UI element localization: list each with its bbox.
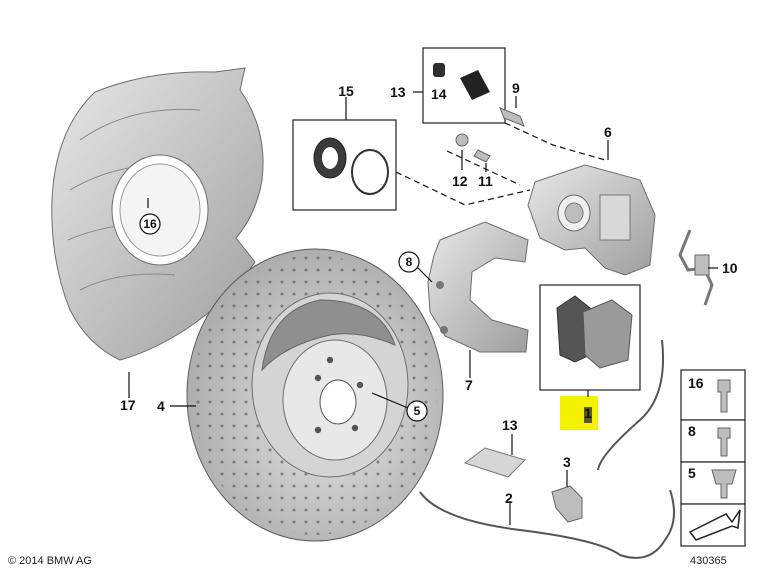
brake-pads-part (556, 295, 633, 369)
svg-text:8: 8 (688, 423, 696, 439)
svg-text:1: 1 (584, 405, 592, 421)
callout-4: 4 (157, 398, 165, 414)
callout-5-circle: 5 (406, 400, 428, 422)
diagram-number: 430365 (690, 555, 727, 567)
svg-text:5: 5 (688, 465, 696, 481)
grease-packet-part (463, 447, 526, 478)
callout-5-box: 5 (688, 465, 696, 481)
callout-17: 17 (120, 397, 136, 413)
sensor-bracket-part (551, 485, 583, 523)
highlighted-sensor-icon (584, 407, 592, 423)
svg-text:12: 12 (452, 173, 468, 189)
guide-bolt-box (422, 47, 506, 124)
svg-text:10: 10 (722, 260, 738, 276)
callout-3: 3 (563, 454, 571, 470)
svg-text:15: 15 (338, 83, 354, 99)
svg-text:13: 13 (390, 84, 406, 100)
svg-text:16: 16 (143, 217, 157, 231)
svg-text:8: 8 (406, 255, 413, 269)
callout-10: 10 (722, 260, 738, 276)
callout-16-circle: 16 (139, 213, 161, 235)
svg-text:© 2014 BMW AG: © 2014 BMW AG (8, 555, 92, 567)
svg-text:14: 14 (431, 86, 447, 102)
callout-8-box: 8 (688, 423, 696, 439)
svg-text:16: 16 (688, 375, 704, 391)
callout-15: 15 (338, 83, 354, 99)
callout-13-bottom: 13 (502, 417, 518, 433)
guide-sleeve-part (433, 63, 490, 100)
callout-6: 6 (604, 124, 612, 140)
guide-bolt-part (499, 107, 525, 127)
wear-sensor-part (419, 339, 675, 559)
copyright-text: © 2014 BMW AG (8, 555, 92, 567)
callout-8-circle: 8 (398, 251, 420, 273)
callout-2: 2 (505, 490, 513, 506)
brake-disc-part (186, 248, 444, 542)
callout-1: 1 (584, 405, 592, 421)
dust-shield-part (51, 67, 264, 361)
svg-text:5: 5 (414, 404, 421, 418)
svg-text:17: 17 (120, 397, 136, 413)
callout-16-box: 16 (688, 375, 704, 391)
caliper-carrier-part (427, 221, 529, 353)
svg-text:4: 4 (157, 398, 165, 414)
highlight-marker (560, 396, 598, 430)
bleeder-screw-part (455, 133, 491, 163)
svg-text:3: 3 (563, 454, 571, 470)
svg-text:430365: 430365 (690, 555, 727, 567)
svg-text:13: 13 (502, 417, 518, 433)
callout-14: 14 (431, 86, 447, 102)
callout-12: 12 (452, 173, 468, 189)
spring-clip-part (678, 229, 714, 306)
brake-caliper-part (527, 164, 656, 276)
callout-13-top: 13 (390, 84, 406, 100)
seal-kit-part (313, 137, 389, 195)
callout-9: 9 (512, 80, 520, 96)
fastener-column (680, 369, 746, 547)
svg-text:9: 9 (512, 80, 520, 96)
leader-lines (128, 91, 718, 525)
svg-text:11: 11 (478, 173, 493, 189)
svg-text:6: 6 (604, 124, 612, 140)
callout-7: 7 (465, 377, 473, 393)
callout-11: 11 (478, 173, 493, 189)
svg-text:7: 7 (465, 377, 473, 393)
svg-text:2: 2 (505, 490, 513, 506)
